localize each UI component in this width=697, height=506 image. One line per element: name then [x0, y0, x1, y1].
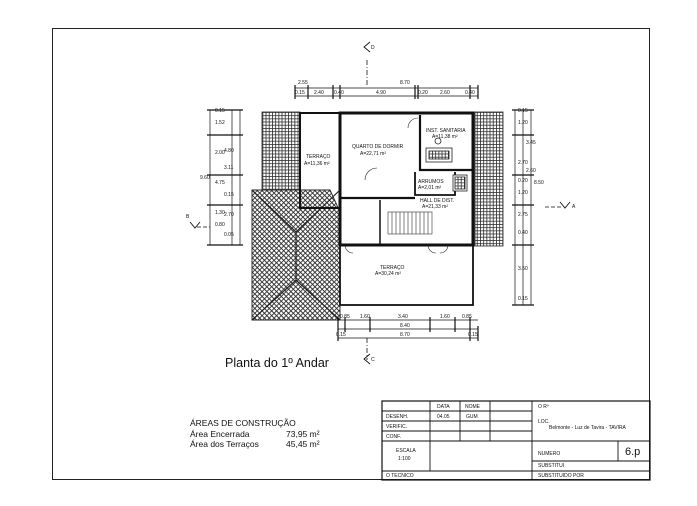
dim-right-4: 0.20	[518, 178, 528, 184]
drawing-sheet-border	[52, 28, 650, 480]
tb-substitui-label: SUBSTITUI	[538, 463, 565, 469]
dim-top-2: 0.15	[295, 90, 305, 96]
dim-bottom-5: 8.40	[400, 323, 410, 329]
dim-left-4: 4.75	[215, 180, 225, 186]
room-area-quarto: A=22,71 m²	[360, 151, 386, 157]
dimension-lines	[209, 87, 532, 339]
room-area-arrumos: A=2,01 m²	[418, 185, 442, 191]
dim-bottom-4: 0.85	[462, 314, 472, 320]
dim-right-10: 8.50	[534, 180, 544, 186]
dim-right-6: 2.60	[526, 168, 536, 174]
room-name-inst-sanitaria: INST. SANITARIA	[426, 128, 466, 134]
dim-bottom-0: 0.85	[340, 314, 350, 320]
tb-tecnico-label: O TECNICO	[386, 473, 414, 479]
dim-right-11: 0.15	[518, 296, 528, 302]
section-mark-c-bottom: C	[371, 357, 375, 363]
dim-right-7: 0.40	[518, 230, 528, 236]
dim-right-8: 2.75	[518, 212, 528, 218]
dim-top-8: 0.40	[465, 90, 475, 96]
staircase	[387, 211, 433, 235]
tb-verific-label: VERIFIC.	[386, 424, 408, 430]
room-name-hall: HALL DE DIST.	[420, 198, 455, 204]
dim-top-4: 0.40	[334, 90, 344, 96]
dim-left-10: 0.05	[224, 232, 234, 238]
dim-left-3: 3.11	[224, 165, 234, 171]
dim-bottom-8: 0.15	[468, 332, 478, 338]
room-name-quarto: QUARTO DE DORMIR	[352, 144, 404, 150]
tb-desenh-name: GUM	[466, 414, 478, 420]
title-block-grid	[381, 400, 651, 481]
dim-bottom-2: 3.40	[398, 314, 408, 320]
room-area-terraco-large: A=30,24 m²	[375, 271, 401, 277]
bathroom-fixtures	[425, 137, 468, 192]
tb-loc-value: Belmonte - Luz de Tavira - TAVIRA	[549, 425, 626, 431]
areas-row-value: 73,95 m²	[286, 428, 320, 439]
tb-escala-value: 1:100	[398, 456, 411, 462]
dim-right-1: 1.20	[518, 120, 528, 126]
section-cut-lines	[197, 60, 562, 360]
section-mark-d-top: D	[371, 45, 375, 51]
dim-left-5: 4.80	[224, 148, 234, 154]
dim-bottom-7: 8.70	[400, 332, 410, 338]
tb-loc-label: LOC.	[538, 419, 550, 425]
room-area-inst-sanitaria: A=11,38 m²	[432, 134, 458, 140]
tb-conf-label: CONF.	[386, 434, 401, 440]
tb-desenh-label: DESENH.	[386, 414, 409, 420]
hip-roof-ridges	[251, 189, 341, 321]
section-mark-b-left: B	[186, 214, 190, 220]
room-name-arrumos: ARRUMOS	[418, 179, 444, 185]
tb-substituido-label: SUBSTITUIDO POR	[538, 473, 584, 479]
dim-bottom-1: 1.60	[360, 314, 370, 320]
dim-top-3: 2.40	[314, 90, 324, 96]
dim-top-6: 0.20	[418, 90, 428, 96]
room-area-hall: A=21,33 m²	[422, 204, 448, 210]
room-name-terraco-small: TERRAÇO	[306, 154, 331, 160]
areas-row: Área Encerrada 73,95 m²	[190, 429, 320, 440]
tb-desenh-date: 04.05	[437, 414, 450, 420]
tb-dono-label: O Rº	[538, 404, 549, 410]
dim-right-3: 2.70	[518, 160, 528, 166]
dim-right-5: 1.20	[518, 190, 528, 196]
dim-right-0: 0.15	[518, 108, 528, 114]
dim-left-11: 2.70	[224, 212, 234, 218]
tb-escala-label: ESCALA	[396, 448, 416, 454]
room-area-terraco-small: A=11,36 m²	[304, 161, 330, 167]
tb-numero-value: 6.p	[625, 446, 641, 458]
construction-areas: ÁREAS DE CONSTRUÇÃO Área Encerrada 73,95…	[190, 418, 320, 450]
areas-row-value: 45,45 m²	[286, 439, 320, 449]
room-name-terraco-large: TERRAÇO	[380, 265, 405, 271]
areas-row-label: Área Encerrada	[190, 428, 250, 439]
areas-row-label: Área dos Terraços	[190, 439, 259, 449]
tb-col-data: DATA	[437, 404, 450, 410]
dim-top-7: 2.60	[440, 90, 450, 96]
dim-left-9: 0.80	[215, 222, 225, 228]
dim-top-1: 8.70	[400, 80, 410, 86]
dim-right-9: 3.50	[518, 266, 528, 272]
dim-bottom-3: 1.60	[440, 314, 450, 320]
roof-tiles-right	[474, 111, 504, 247]
tb-numero-label: NUMERO	[538, 451, 561, 457]
dim-left-1: 1.52	[215, 120, 225, 126]
dim-left-0: 0.15	[215, 108, 225, 114]
dim-top-0: 2.55	[298, 80, 308, 86]
dim-left-7: 0.15	[224, 192, 234, 198]
dimension-ticks	[207, 85, 534, 341]
dim-top-5: 4.90	[376, 90, 386, 96]
areas-row: Área dos Terraços 45,45 m²	[190, 439, 320, 450]
section-mark-a-right: A	[572, 204, 576, 210]
tb-col-nome: NOME	[465, 404, 480, 410]
dim-left-2: 2.00	[215, 150, 225, 156]
plan-title: Planta do 1º Andar	[225, 356, 329, 370]
areas-heading: ÁREAS DE CONSTRUÇÃO	[190, 418, 296, 428]
door-swings	[344, 117, 449, 254]
dim-bottom-6: 0.15	[336, 332, 346, 338]
roof-tiles-left	[261, 111, 301, 193]
section-arrows	[189, 41, 571, 365]
dim-right-2: 3.45	[526, 140, 536, 146]
dim-left-8: 1.30	[215, 210, 225, 216]
dim-left-6: 9.60	[200, 175, 210, 181]
